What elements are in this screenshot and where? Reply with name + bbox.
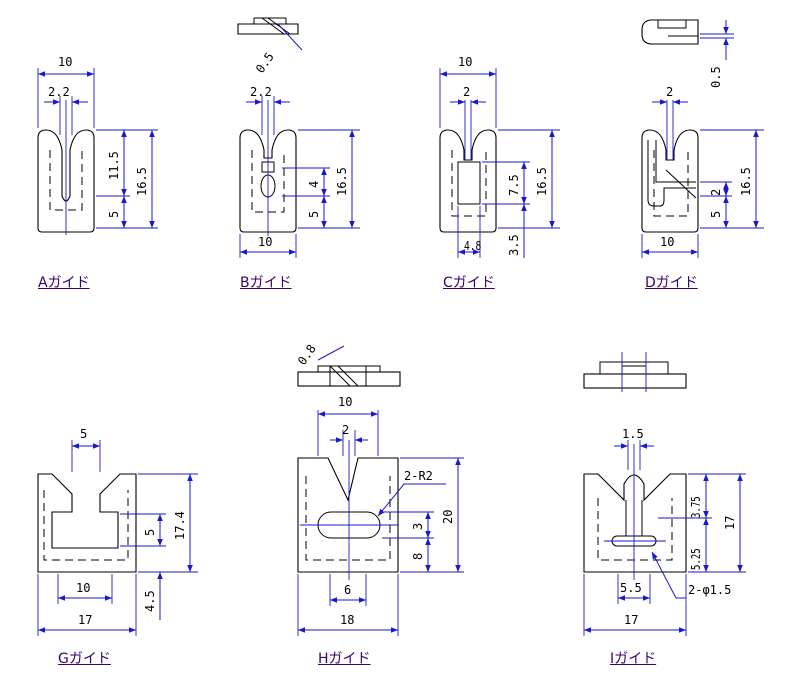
guide-i-dim-width: 17 <box>624 613 638 627</box>
guide-d-drawing: 0.5 2 2 5 16.5 10 <box>641 19 764 258</box>
guide-g-drawing: 5 5 17.4 4.5 10 17 <box>37 427 198 636</box>
guide-h-dim-hole: 6 <box>344 583 351 597</box>
guide-a-dim-width: 10 <box>58 55 72 69</box>
guide-c-body <box>439 129 497 233</box>
guide-b-dim-thick: 0.5 <box>253 50 277 76</box>
guide-h-dim-height: 20 <box>441 510 455 524</box>
guide-a-dim-upper: 11.5 <box>107 151 121 180</box>
guide-c-dim-lower: 3.5 <box>507 234 521 256</box>
guide-i-link[interactable]: Iガイド <box>610 651 657 667</box>
guide-h-dim-radius: 2-R2 <box>404 469 433 483</box>
guide-b-dim-upper: 4 <box>307 181 321 188</box>
guide-h-dim-top: 10 <box>338 395 352 409</box>
guide-b-dim-slot: 2.2 <box>250 85 272 99</box>
guide-g-dim-height: 17.4 <box>173 511 187 540</box>
guide-g-dim-base: 10 <box>76 581 90 595</box>
guide-i-dim-lower: 5.25 <box>690 548 704 570</box>
guide-a-link[interactable]: Aガイド <box>38 275 90 291</box>
guide-b-dim-lower: 5 <box>307 211 321 218</box>
guide-a-body <box>37 129 95 233</box>
guide-d-dim-upper: 2 <box>709 189 723 196</box>
guide-c-drawing: 10 2 7.5 3.5 16.5 4.8 <box>439 55 560 258</box>
guide-g-dim-slot: 5 <box>80 427 87 441</box>
guide-g-dim-lower: 4.5 <box>143 590 157 612</box>
guide-c-dim-slot: 2 <box>463 85 470 99</box>
guide-i-side-view <box>583 373 687 389</box>
guide-h-dim-upper: 3 <box>411 523 425 530</box>
guide-i-dim-height: 17 <box>723 516 737 530</box>
guide-d-dim-width: 10 <box>660 235 674 249</box>
guide-a-dim-lower: 5 <box>107 211 121 218</box>
guide-g-dim-inner: 5 <box>143 529 157 536</box>
guide-h-dim-lower: 8 <box>411 553 425 560</box>
guide-b-dim-width: 10 <box>258 235 272 249</box>
guide-b-drawing: 0.5 2.2 4 5 16.5 10 <box>237 17 360 258</box>
guide-d-body <box>641 129 699 233</box>
guide-d-dim-slot: 2 <box>666 85 673 99</box>
guide-b-dim-height: 16.5 <box>335 167 349 196</box>
guide-d-dim-height: 16.5 <box>739 167 753 196</box>
guide-d-side-view <box>641 19 699 45</box>
guide-i-dim-base: 5.5 <box>620 581 642 595</box>
guide-a-drawing: 10 2.2 11.5 5 16.5 <box>37 55 158 235</box>
guide-d-dim-lower: 5 <box>709 211 723 218</box>
guide-h-body <box>297 457 399 573</box>
guide-a-dim-height: 16.5 <box>135 167 149 196</box>
guide-b-side-view <box>237 23 299 35</box>
guide-d-dim-thick: 0.5 <box>709 66 723 88</box>
guide-g-dim-width: 17 <box>78 613 92 627</box>
guide-g-body <box>37 473 137 573</box>
guide-a-dim-slot: 2.2 <box>48 85 70 99</box>
guide-h-dim-width: 18 <box>340 613 354 627</box>
guide-h-link[interactable]: Hガイド <box>318 651 371 667</box>
guide-c-dim-upper: 7.5 <box>507 174 521 196</box>
guide-d-link[interactable]: Dガイド <box>645 275 698 291</box>
guide-i-body <box>583 473 687 573</box>
guide-i-dim-hole: 2-φ1.5 <box>688 583 731 597</box>
guide-h-dim-slot: 2 <box>342 423 349 437</box>
guide-i-drawing: 1.5 3.75 17 5.25 2-φ1.5 5.5 17 <box>583 352 746 636</box>
guide-h-dim-thick: 0.8 <box>295 342 319 368</box>
guide-i-dim-upper: 3.75 <box>690 496 704 518</box>
guide-h-drawing: 0.8 10 2 2-R2 3 20 8 6 18 <box>295 342 464 636</box>
guide-h-side-view <box>297 371 401 387</box>
guide-c-link[interactable]: Cガイド <box>443 275 495 291</box>
guide-i-dim-slot: 1.5 <box>622 427 644 441</box>
guide-c-dim-window: 4.8 <box>464 239 481 253</box>
guide-c-dim-height: 16.5 <box>535 167 549 196</box>
guide-g-link[interactable]: Gガイド <box>58 651 111 667</box>
guide-c-dim-width: 10 <box>458 55 472 69</box>
guide-b-link[interactable]: Bガイド <box>240 275 292 291</box>
